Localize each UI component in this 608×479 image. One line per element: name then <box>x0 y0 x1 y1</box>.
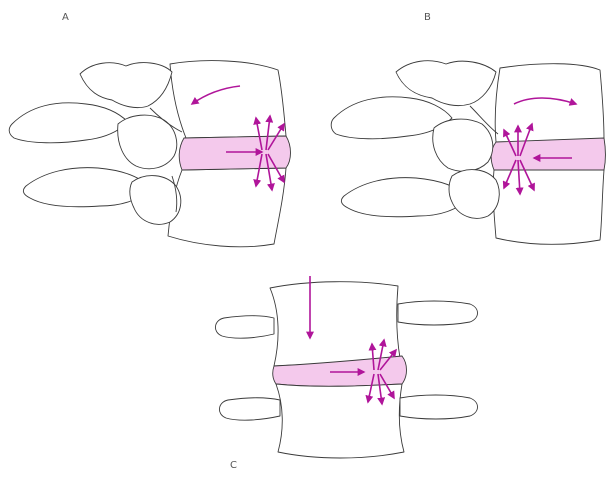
panel-a-label: A <box>62 12 69 23</box>
panel-c-upper-vertebral-body <box>270 282 400 366</box>
panel-b-spinous-process <box>433 119 493 171</box>
panel-a-transverse-process <box>9 103 128 143</box>
panel-c: C <box>215 276 477 471</box>
panel-c-lower-right-transverse-process <box>400 395 478 419</box>
panel-b-intervertebral-disc <box>491 138 605 170</box>
panel-b-lower-vertebral-body <box>493 170 604 244</box>
panel-a-lower-vertebral-body <box>168 168 286 247</box>
panel-c-lower-left-transverse-process <box>219 398 280 420</box>
panel-a-superior-articular-process <box>80 63 172 108</box>
panel-c-label: C <box>230 460 237 471</box>
panel-b-lower-process <box>449 170 499 219</box>
panel-b-label: B <box>424 12 431 23</box>
panel-a-lower-process <box>130 176 181 225</box>
panel-c-lower-vertebral-body <box>276 384 404 458</box>
panel-c-upper-left-transverse-process <box>215 316 274 338</box>
panel-b: B <box>331 12 605 244</box>
panel-b-lower-facet <box>341 178 468 217</box>
panel-c-upper-right-transverse-process <box>398 301 478 325</box>
panel-a: A <box>9 12 290 247</box>
panel-b-upper-vertebral-body <box>495 64 604 142</box>
